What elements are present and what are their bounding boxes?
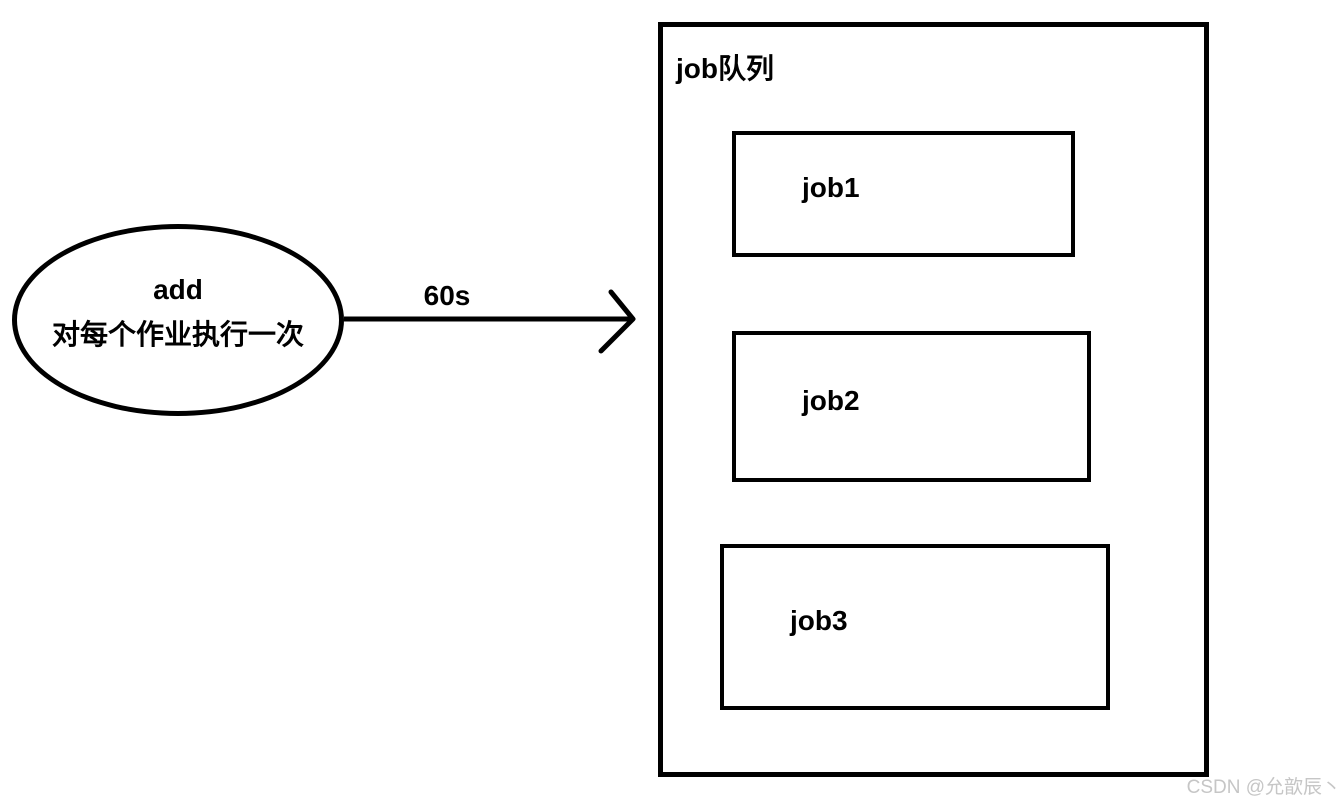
arrow-interval-label: 60s [423,280,471,311]
add-node-ellipse: add 对每个作业执行一次 [12,224,344,416]
job1-box: job1 [732,131,1075,257]
add-node-title: add [153,274,203,306]
job3-box: job3 [720,544,1110,710]
job2-box: job2 [732,331,1091,482]
job-queue-title: job队列 [676,53,774,84]
job1-label: job1 [802,172,860,203]
add-node-description: 对每个作业执行一次 [51,319,304,350]
job3-label: job3 [790,605,848,636]
arrow-right-icon [344,289,636,354]
job2-label: job2 [802,384,860,416]
watermark-text: CSDN @允歆辰丶 [1186,777,1341,798]
